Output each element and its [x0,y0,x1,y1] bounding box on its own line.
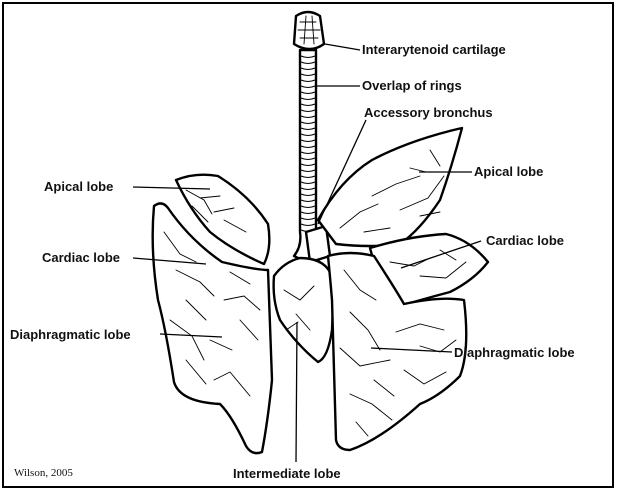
tracheal-ring [300,205,316,209]
tracheal-ring [300,169,316,173]
tracheal-ring [300,61,316,65]
tracheal-ring [300,199,316,203]
tracheal-ring [300,73,316,77]
tracheal-ring [300,151,316,155]
label-interarytenoid-cartilage: Interarytenoid cartilage [362,42,506,57]
label-intermediate-lobe: Intermediate lobe [233,466,341,481]
tracheal-ring [300,109,316,113]
credit-text: Wilson, 2005 [14,467,73,479]
tracheal-ring [300,223,316,227]
larynx [292,10,326,51]
intermediate-lobe [272,256,334,364]
tracheal-ring [300,55,316,59]
tracheal-ring [300,79,316,83]
tracheal-ring [300,163,316,167]
tracheal-ring [300,97,316,101]
tracheal-ring [300,103,316,107]
tracheal-ring [300,115,316,119]
label-overlap-of-rings: Overlap of rings [362,78,462,93]
tracheal-ring [300,121,316,125]
tracheal-ring [300,217,316,221]
tracheal-ring [300,145,316,149]
label-apical-lobe-left: Apical lobe [44,179,113,194]
leader-lines [132,43,482,463]
right-diaphragmatic-lobe [326,251,468,452]
tracheal-rings [300,55,316,233]
label-accessory-bronchus: Accessory bronchus [364,105,493,120]
tracheal-ring [300,127,316,131]
label-diaphragmatic-lobe-left: Diaphragmatic lobe [10,327,131,342]
label-cardiac-lobe-left: Cardiac lobe [42,250,120,265]
tracheal-ring [300,133,316,137]
tracheal-ring [300,211,316,215]
tracheal-ring [300,139,316,143]
label-diaphragmatic-lobe-right: Diaphragmatic lobe [454,345,575,360]
left-main-lobe [151,202,274,455]
surface-veins [163,149,467,437]
tracheal-ring [300,187,316,191]
tracheal-ring [300,157,316,161]
tracheal-ring [300,85,316,89]
tracheal-ring [300,67,316,71]
label-cardiac-lobe-right: Cardiac lobe [486,233,564,248]
tracheal-ring [300,175,316,179]
tracheal-ring [300,91,316,95]
tracheal-ring [300,181,316,185]
tracheal-ring [300,193,316,197]
label-apical-lobe-right: Apical lobe [474,164,543,179]
